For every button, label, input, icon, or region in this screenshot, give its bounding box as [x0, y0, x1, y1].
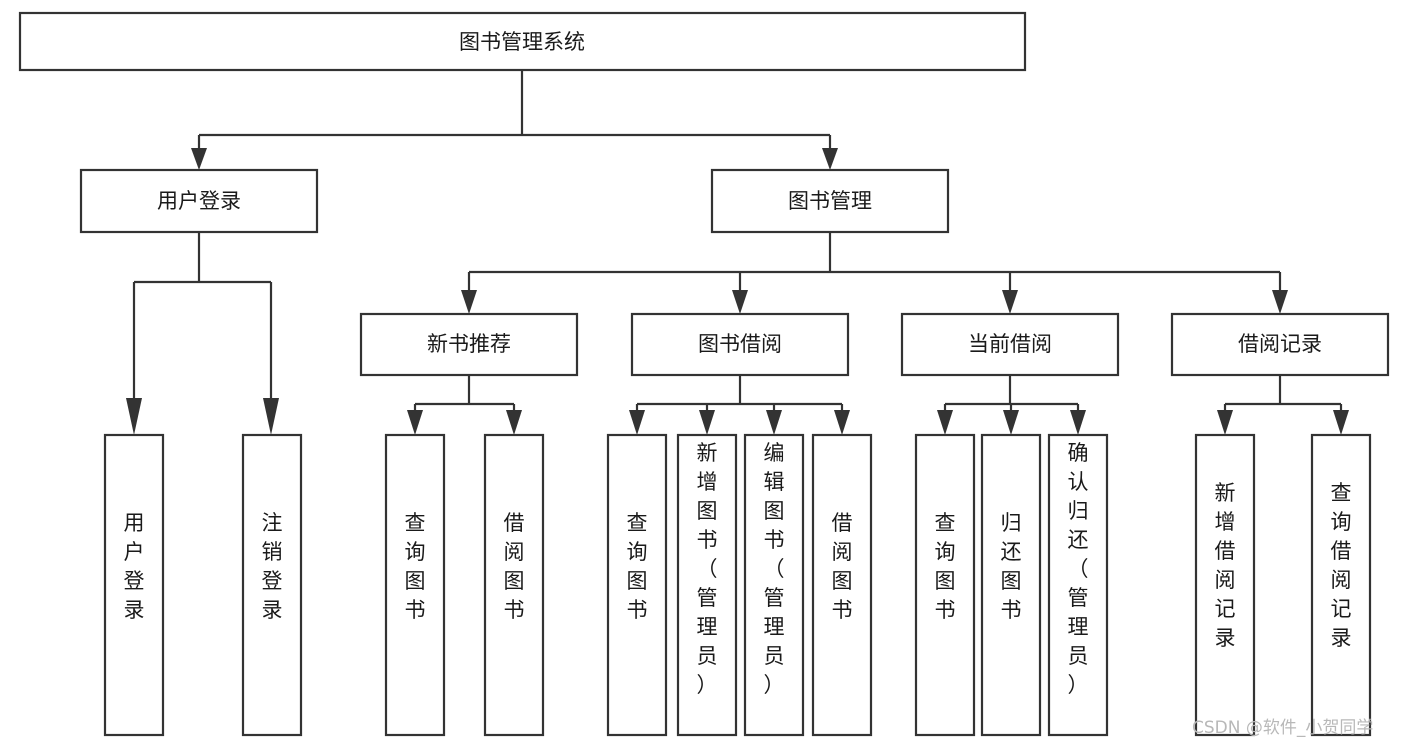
node-leaf-add-record[interactable]: 新增借阅记录 — [1194, 433, 1256, 737]
node-leaf-edit-book-box[interactable] — [743, 433, 805, 737]
node-leaf-query-book-1[interactable]: 查询图书 — [384, 433, 446, 737]
node-leaf-return-book-box[interactable] — [980, 433, 1042, 737]
arrowhead-book-borrow — [732, 290, 748, 314]
arrowhead-leaf-return-book — [1003, 410, 1019, 435]
node-user-login[interactable]: 用户登录 — [79, 168, 319, 234]
node-leaf-query-book-2-box[interactable] — [606, 433, 668, 737]
node-leaf-borrow-book-1-label: 借阅图书 — [504, 511, 525, 622]
node-leaf-query-record-label: 查询借阅记录 — [1331, 481, 1352, 650]
arrowhead-leaf-add-book — [699, 410, 715, 435]
node-new-book-rec[interactable]: 新书推荐 — [359, 312, 579, 377]
node-leaf-user-logout-label: 注销登录 — [262, 511, 283, 622]
arrowhead-leaf-confirm-return — [1070, 410, 1086, 435]
arrowhead-borrow-record — [1272, 290, 1288, 314]
arrowhead-leaf-add-record — [1217, 410, 1233, 435]
node-current-borrow-label: 当前借阅 — [968, 332, 1052, 356]
node-root-label: 图书管理系统 — [459, 30, 585, 54]
node-user-login-label: 用户登录 — [157, 189, 241, 213]
node-leaf-borrow-book-2[interactable]: 借阅图书 — [811, 433, 873, 737]
node-leaf-query-record[interactable]: 查询借阅记录 — [1310, 433, 1372, 737]
node-leaf-query-book-3-label: 查询图书 — [935, 511, 956, 622]
arrowhead-current-borrow — [1002, 290, 1018, 314]
node-leaf-query-book-2-label: 查询图书 — [627, 511, 648, 622]
node-root-box[interactable] — [18, 11, 1027, 72]
node-book-borrow-box[interactable] — [630, 312, 850, 377]
node-book-borrow[interactable]: 图书借阅 — [630, 312, 850, 377]
connector-layer — [126, 70, 1349, 435]
node-root[interactable]: 图书管理系统 — [18, 11, 1027, 72]
node-leaf-confirm-return-box[interactable] — [1047, 433, 1109, 737]
node-current-borrow-box[interactable] — [900, 312, 1120, 377]
node-leaf-add-record-box[interactable] — [1194, 433, 1256, 737]
node-leaf-edit-book[interactable]: 编辑图书（管理员） — [743, 433, 805, 737]
node-borrow-record[interactable]: 借阅记录 — [1170, 312, 1390, 377]
node-leaf-query-record-box[interactable] — [1310, 433, 1372, 737]
node-leaf-user-logout[interactable]: 注销登录 — [241, 433, 303, 737]
node-borrow-record-label: 借阅记录 — [1238, 332, 1322, 356]
arrowhead-leaf-edit-book — [766, 410, 782, 435]
node-leaf-borrow-book-2-box[interactable] — [811, 433, 873, 737]
node-leaf-borrow-book-1[interactable]: 借阅图书 — [483, 433, 545, 737]
arrowhead-leaf-query-record — [1333, 410, 1349, 435]
node-leaf-query-book-1-label: 查询图书 — [405, 511, 426, 622]
arrowhead-leaf-query-book-1 — [407, 410, 423, 435]
node-leaf-add-book[interactable]: 新增图书（管理员） — [676, 433, 738, 737]
node-leaf-confirm-return[interactable]: 确认归还（管理员） — [1047, 433, 1109, 737]
node-leaf-edit-book-label: 编辑图书（管理员） — [764, 441, 785, 697]
node-leaf-confirm-return-label: 确认归还（管理员） — [1068, 441, 1089, 697]
node-leaf-return-book[interactable]: 归还图书 — [980, 433, 1042, 737]
node-book-manage-label: 图书管理 — [788, 189, 872, 213]
arrowhead-leaf-user-login — [126, 398, 142, 435]
arrowhead-user-login — [191, 148, 207, 170]
arrowhead-new-book-rec — [461, 290, 477, 314]
node-leaf-borrow-book-2-label: 借阅图书 — [832, 511, 853, 622]
node-leaf-user-login-box[interactable] — [103, 433, 165, 737]
node-leaf-query-book-2[interactable]: 查询图书 — [606, 433, 668, 737]
node-leaf-borrow-book-1-box[interactable] — [483, 433, 545, 737]
node-book-manage[interactable]: 图书管理 — [710, 168, 950, 234]
arrowhead-book-manage — [822, 148, 838, 170]
node-book-manage-box[interactable] — [710, 168, 950, 234]
node-leaf-add-record-label: 新增借阅记录 — [1215, 481, 1236, 650]
node-leaf-add-book-box[interactable] — [676, 433, 738, 737]
node-leaf-return-book-label: 归还图书 — [1001, 511, 1022, 622]
arrowhead-leaf-query-book-3 — [937, 410, 953, 435]
node-borrow-record-box[interactable] — [1170, 312, 1390, 377]
node-leaf-user-logout-box[interactable] — [241, 433, 303, 737]
node-leaf-user-login[interactable]: 用户登录 — [103, 433, 165, 737]
arrowhead-leaf-user-logout — [263, 398, 279, 435]
arrowhead-leaf-borrow-book-1 — [506, 410, 522, 435]
node-new-book-rec-label: 新书推荐 — [427, 332, 511, 356]
node-leaf-query-book-3-box[interactable] — [914, 433, 976, 737]
node-new-book-rec-box[interactable] — [359, 312, 579, 377]
node-leaf-user-login-label: 用户登录 — [124, 511, 145, 622]
csdn-watermark: CSDN @软件_小贺同学 — [1192, 718, 1373, 738]
node-current-borrow[interactable]: 当前借阅 — [900, 312, 1120, 377]
arrowhead-leaf-borrow-book-2 — [834, 410, 850, 435]
arrowhead-leaf-query-book-2 — [629, 410, 645, 435]
node-leaf-query-book-1-box[interactable] — [384, 433, 446, 737]
node-user-login-box[interactable] — [79, 168, 319, 234]
node-book-borrow-label: 图书借阅 — [698, 332, 782, 356]
node-leaf-query-book-3[interactable]: 查询图书 — [914, 433, 976, 737]
node-leaf-add-book-label: 新增图书（管理员） — [697, 441, 718, 697]
